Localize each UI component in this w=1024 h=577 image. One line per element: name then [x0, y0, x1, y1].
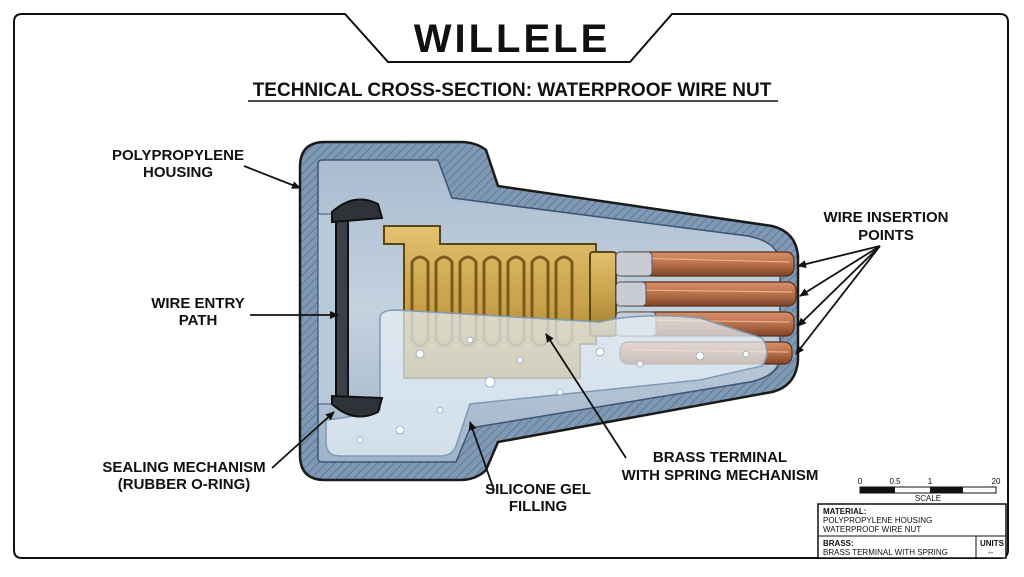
- label-wire-entry: WIRE ENTRY PATH: [151, 295, 245, 329]
- scale-bar: 0 0.5 1 20 SCALE: [858, 477, 1001, 503]
- svg-text:WATERPROOF WIRE NUT: WATERPROOF WIRE NUT: [823, 525, 921, 534]
- svg-text:(RUBBER O-RING): (RUBBER O-RING): [118, 476, 251, 493]
- label-insertion: WIRE INSERTION POINTS: [823, 209, 948, 244]
- label-housing: POLYPROPYLENE HOUSING: [112, 147, 244, 181]
- svg-text:BRASS:: BRASS:: [823, 539, 854, 548]
- svg-text:POLYPROPYLENE: POLYPROPYLENE: [112, 147, 244, 164]
- svg-text:UNITS: UNITS: [980, 539, 1005, 548]
- o-ring-top: [331, 198, 384, 224]
- svg-text:SCALE: SCALE: [915, 494, 941, 503]
- svg-text:SILICONE GEL: SILICONE GEL: [485, 481, 591, 498]
- svg-text:FILLING: FILLING: [509, 498, 567, 515]
- o-ring-bottom: [331, 394, 384, 418]
- leader-housing: [243, 165, 301, 189]
- svg-text:0.5: 0.5: [889, 477, 901, 486]
- svg-text:--: --: [988, 548, 994, 557]
- leader-gel: [468, 421, 495, 491]
- svg-text:0: 0: [858, 477, 863, 486]
- leader-insertion: [795, 245, 881, 355]
- svg-text:POLYPROPYLENE HOUSING: POLYPROPYLENE HOUSING: [823, 516, 932, 525]
- svg-text:POINTS: POINTS: [858, 227, 914, 244]
- svg-text:BRASS TERMINAL WITH SPRING: BRASS TERMINAL WITH SPRING: [823, 548, 948, 557]
- label-gel: SILICONE GEL FILLING: [485, 481, 591, 515]
- seal-bar: [335, 209, 349, 409]
- svg-text:SEALING MECHANISM: SEALING MECHANISM: [102, 459, 265, 476]
- svg-text:WIRE ENTRY: WIRE ENTRY: [151, 295, 245, 312]
- leader-sealing: [271, 411, 335, 469]
- svg-text:HOUSING: HOUSING: [143, 164, 213, 181]
- svg-text:BRASS TERMINAL: BRASS TERMINAL: [653, 449, 787, 466]
- gel-bubbles: [356, 336, 750, 444]
- title-block: MATERIAL: POLYPROPYLENE HOUSING WATERPRO…: [817, 503, 1007, 559]
- svg-text:WITH SPRING MECHANISM: WITH SPRING MECHANISM: [622, 467, 819, 484]
- label-sealing: SEALING MECHANISM (RUBBER O-RING): [102, 459, 265, 493]
- brand-logo: WILLELE: [414, 17, 611, 61]
- svg-text:MATERIAL:: MATERIAL:: [823, 507, 866, 516]
- silicone-gel: [325, 309, 768, 457]
- page-title: TECHNICAL CROSS-SECTION: WATERPROOF WIRE…: [253, 80, 772, 101]
- svg-text:20: 20: [992, 477, 1001, 486]
- svg-text:1: 1: [928, 477, 933, 486]
- svg-text:PATH: PATH: [179, 312, 218, 329]
- label-terminal: BRASS TERMINAL WITH SPRING MECHANISM: [622, 449, 819, 484]
- leader-terminal: [545, 333, 627, 459]
- svg-text:WIRE INSERTION: WIRE INSERTION: [823, 209, 948, 226]
